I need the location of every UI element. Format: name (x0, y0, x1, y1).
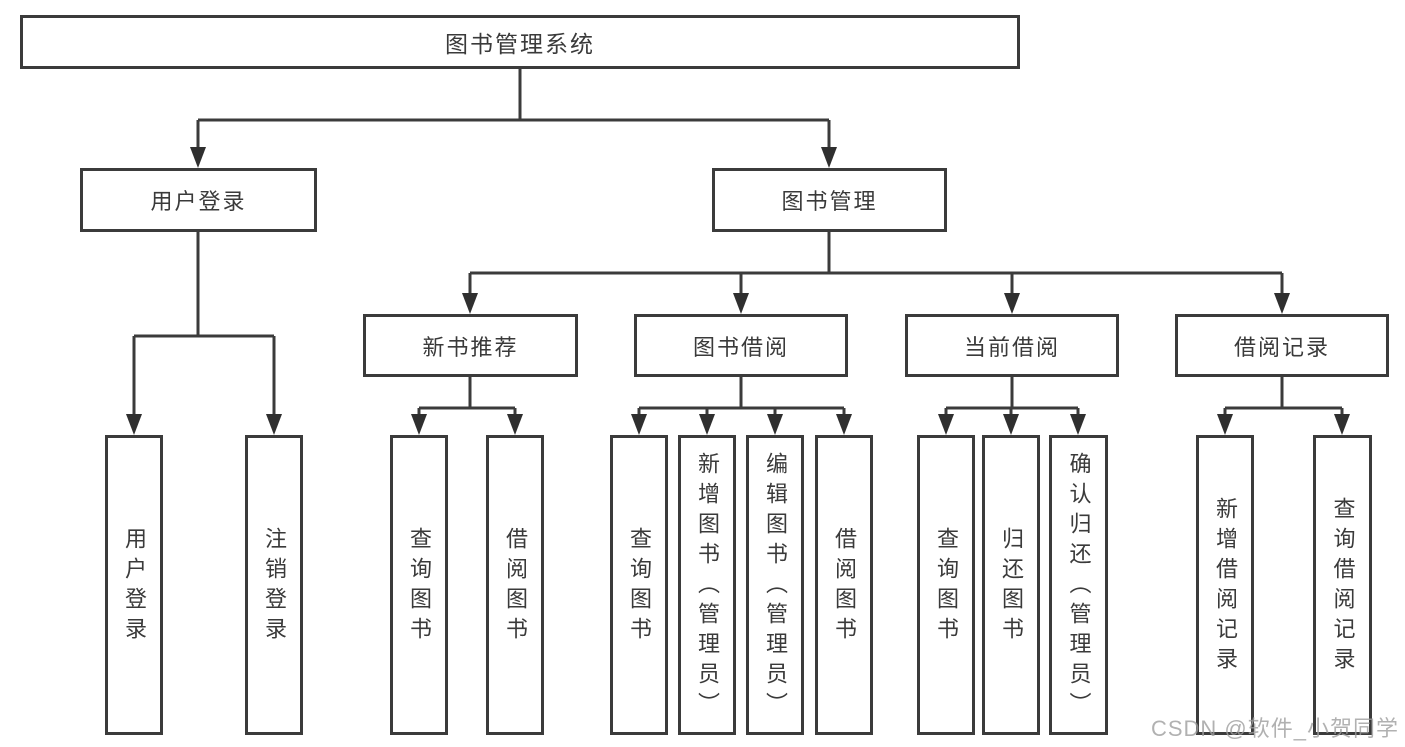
leaf-query-books-recommend: 查询图书 (390, 435, 448, 735)
node-new-book-recommend: 新书推荐 (363, 314, 578, 377)
node-borrow-records: 借阅记录 (1175, 314, 1389, 377)
leaf-confirm-return-admin: 确认归还（管理员） (1049, 435, 1108, 735)
node-root-system: 图书管理系统 (20, 15, 1020, 69)
leaf-borrow-books-recommend: 借阅图书 (486, 435, 544, 735)
leaf-add-borrow-record: 新增借阅记录 (1196, 435, 1254, 735)
leaf-query-books-borrow: 查询图书 (610, 435, 668, 735)
node-user-login-module: 用户登录 (80, 168, 317, 232)
node-book-management-module: 图书管理 (712, 168, 947, 232)
leaf-return-books: 归还图书 (982, 435, 1040, 735)
node-book-borrow: 图书借阅 (634, 314, 848, 377)
csdn-watermark: CSDN @软件_小贺同学 (1150, 716, 1399, 741)
leaf-borrow-books: 借阅图书 (815, 435, 873, 735)
leaf-add-books-admin: 新增图书（管理员） (678, 435, 736, 735)
leaf-query-books-current: 查询图书 (917, 435, 975, 735)
leaf-query-borrow-record: 查询借阅记录 (1313, 435, 1372, 735)
node-current-borrow: 当前借阅 (905, 314, 1119, 377)
leaf-edit-books-admin: 编辑图书（管理员） (746, 435, 804, 735)
leaf-user-login: 用户登录 (105, 435, 163, 735)
leaf-logout: 注销登录 (245, 435, 303, 735)
